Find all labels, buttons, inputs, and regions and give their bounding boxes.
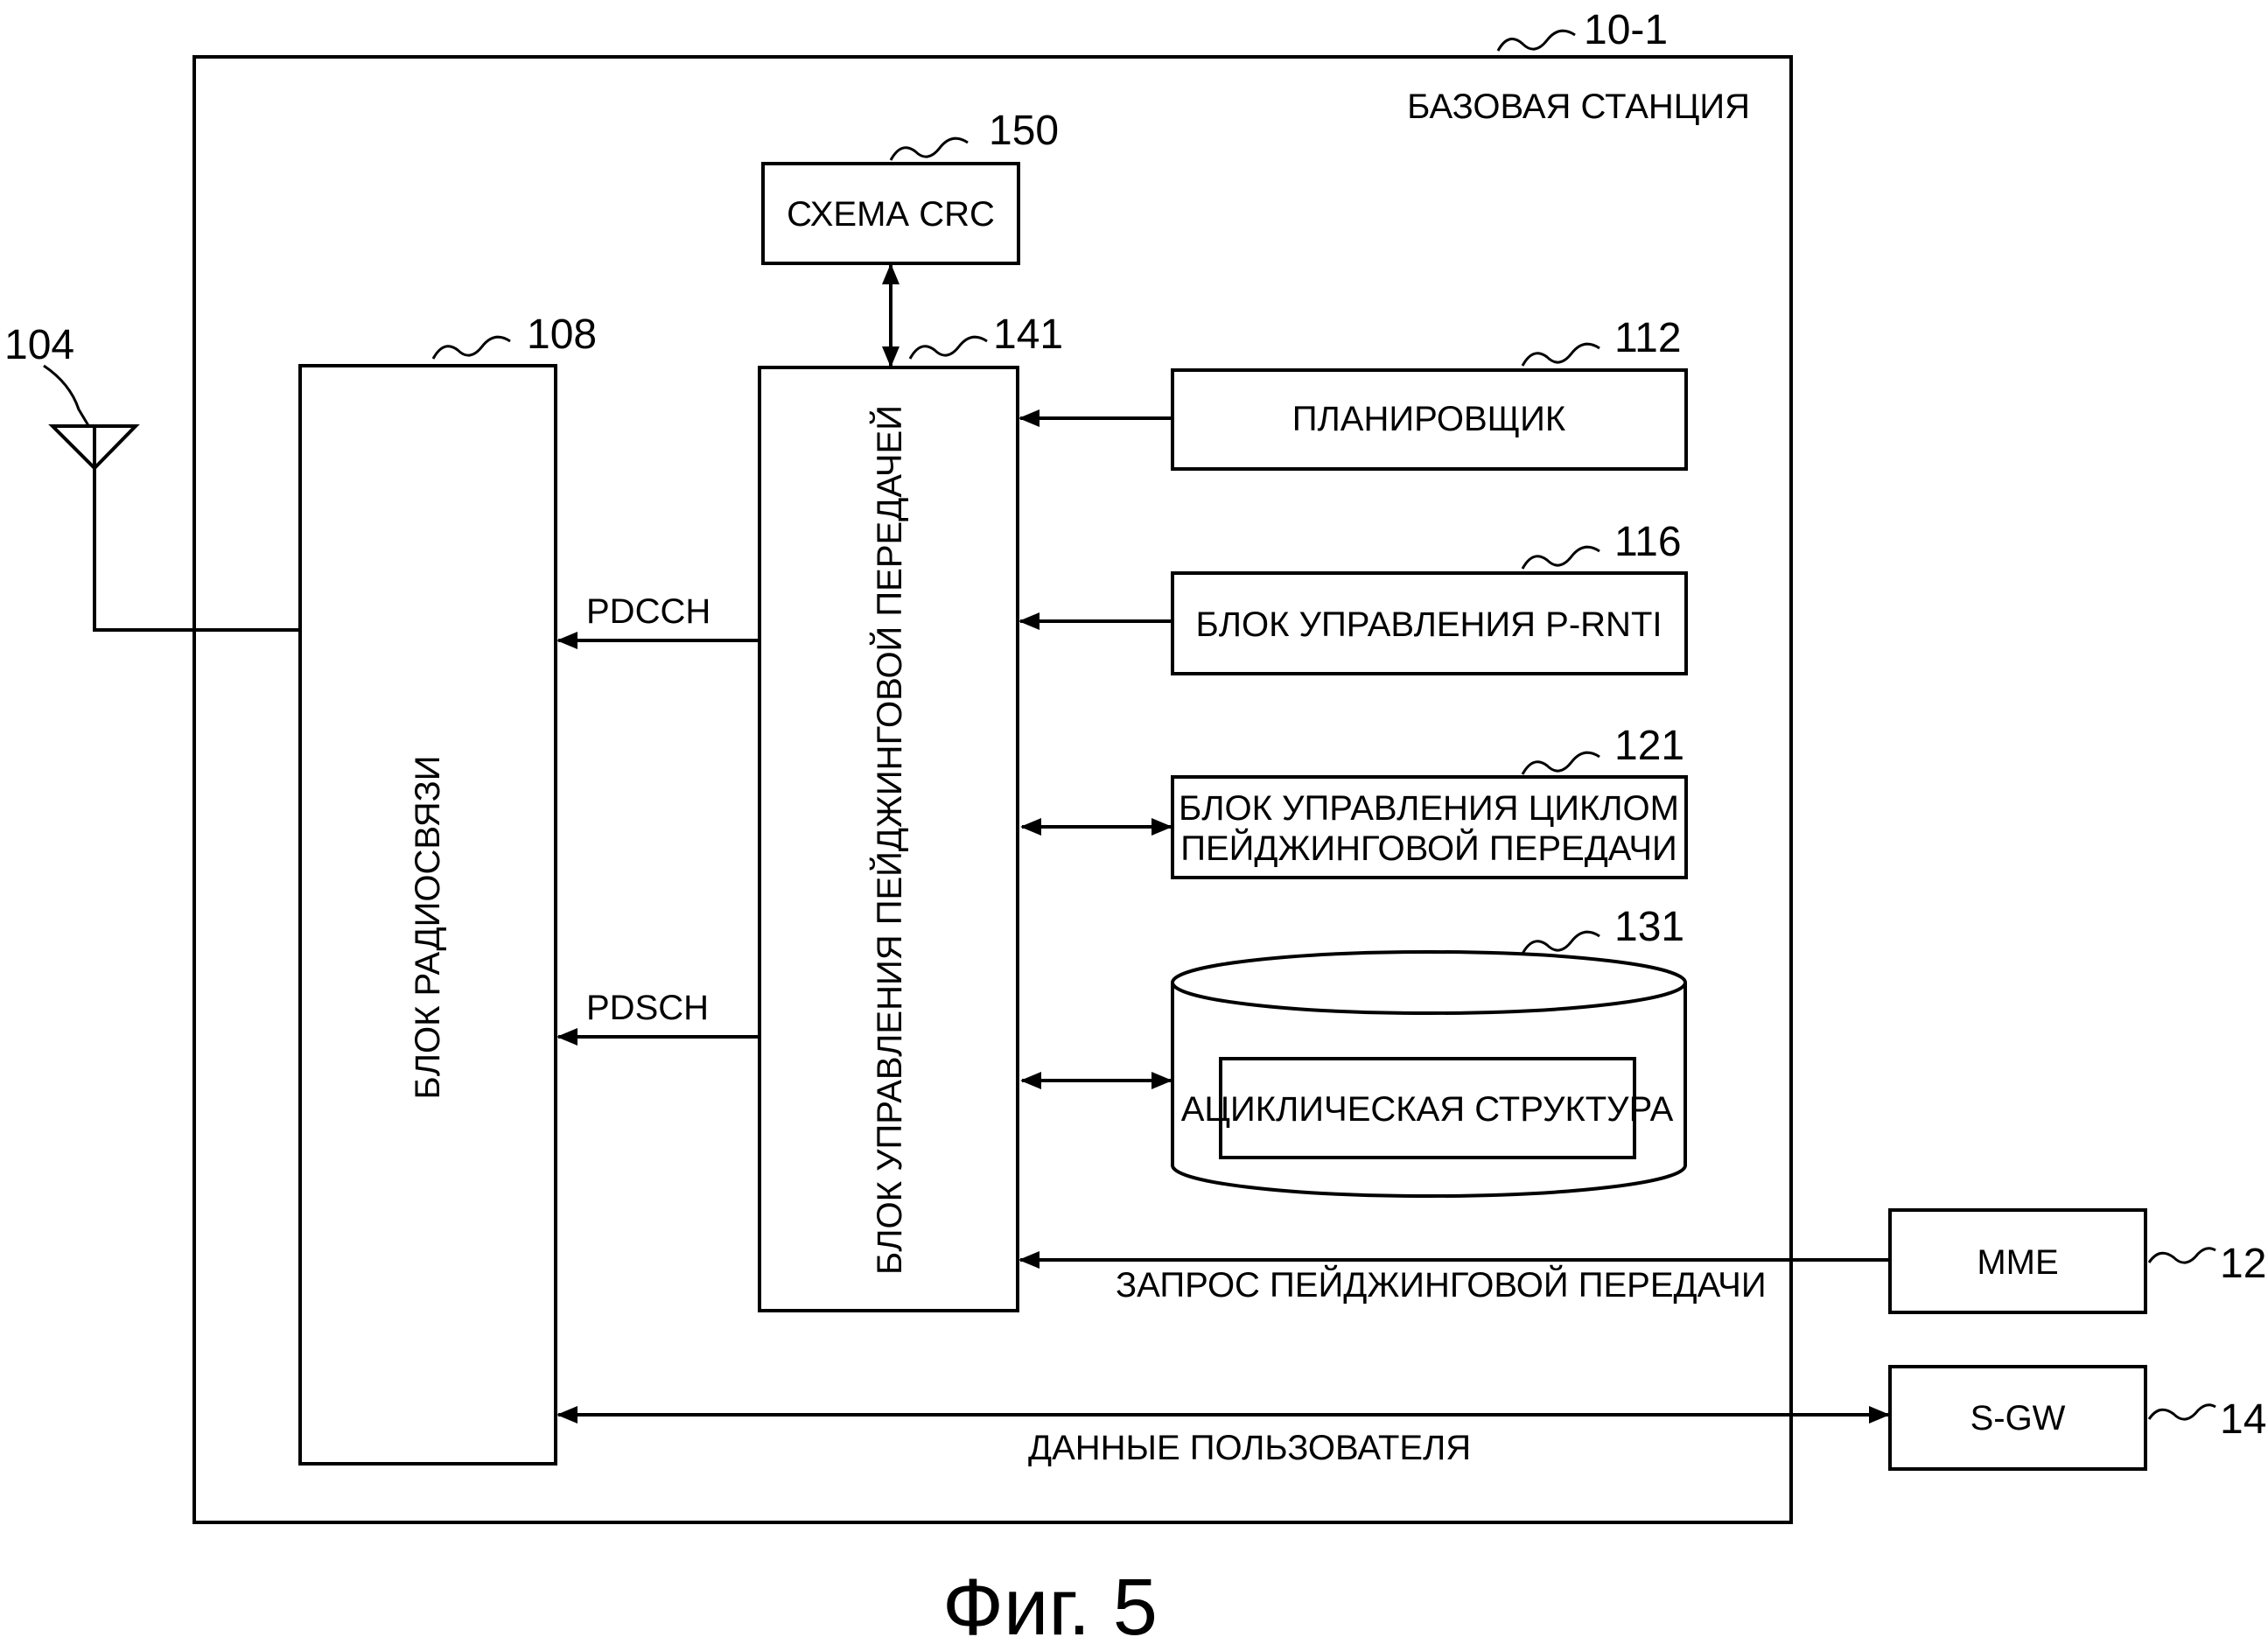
acyclic-structure-label: АЦИКЛИЧЕСКАЯ СТРУКТУРА — [1181, 1090, 1674, 1129]
crc-ref-leader — [889, 136, 969, 161]
paging-control-ref-leader — [908, 335, 988, 360]
station-ref-number: 10-1 — [1584, 7, 1668, 53]
crc-ref-number: 150 — [989, 108, 1059, 154]
crc-circuit-box — [761, 162, 1020, 265]
radio-ref-leader — [431, 335, 511, 360]
paging-control-ref-number: 141 — [993, 311, 1063, 358]
sgw-ref-leader — [2147, 1403, 2216, 1421]
pdcch-label: PDCCH — [586, 592, 710, 631]
prnti-ref-number: 116 — [1614, 519, 1682, 565]
sgw-box — [1888, 1365, 2147, 1471]
scheduler-ref-number: 112 — [1614, 315, 1682, 361]
scheduler-label: ПЛАНИРОВЩИК — [1292, 400, 1566, 438]
user-data-label: ДАННЫЕ ПОЛЬЗОВАТЕЛЯ — [1028, 1429, 1471, 1467]
station-ref-leader — [1496, 29, 1576, 52]
paging-cycle-ref-number: 121 — [1614, 723, 1684, 769]
acyclic-structure-box — [1219, 1057, 1636, 1159]
scheduler-ref-leader — [1521, 342, 1600, 367]
sgw-ref-number: 14 — [2220, 1396, 2266, 1443]
database-ref-number: 131 — [1614, 904, 1684, 950]
figure-caption: Фиг. 5 — [942, 1563, 1158, 1637]
radio-ref-number: 108 — [527, 311, 597, 358]
paging-cycle-label-line2: ПЕЙДЖИНГОВОЙ ПЕРЕДАЧИ — [1180, 828, 1677, 868]
radio-block-box — [298, 364, 557, 1466]
paging-control-label: БЛОК УПРАВЛЕНИЯ ПЕЙДЖИНГОВОЙ ПЕРЕДАЧЕЙ — [869, 405, 909, 1275]
paging-request-label: ЗАПРОС ПЕЙДЖИНГОВОЙ ПЕРЕДАЧИ — [1116, 1264, 1767, 1305]
paging-cycle-ref-leader — [1521, 751, 1600, 775]
antenna-icon — [48, 424, 300, 632]
antenna-ref-leader — [43, 364, 91, 428]
prnti-ref-leader — [1521, 545, 1600, 570]
radio-block-label: БЛОК РАДИОСВЯЗИ — [409, 755, 447, 1099]
prnti-label: БЛОК УПРАВЛЕНИЯ P-RNTI — [1196, 605, 1662, 644]
antenna-ref-number: 104 — [4, 322, 74, 368]
crc-circuit-label: СХЕМА CRC — [787, 195, 995, 234]
database-cylinder-top-rim — [1171, 982, 1687, 1015]
paging-cycle-box — [1171, 775, 1688, 879]
mme-ref-number: 12 — [2220, 1241, 2266, 1287]
station-label: БАЗОВАЯ СТАНЦИЯ — [1407, 87, 1750, 126]
database-ref-leader — [1521, 930, 1600, 955]
scheduler-box — [1171, 368, 1688, 471]
mme-label: MME — [1977, 1243, 2058, 1282]
mme-ref-leader — [2147, 1247, 2216, 1264]
sgw-label: S-GW — [1970, 1399, 2066, 1438]
pdsch-label: PDSCH — [586, 989, 709, 1027]
paging-cycle-label-line1: БЛОК УПРАВЛЕНИЯ ЦИКЛОМ — [1179, 789, 1679, 828]
prnti-box — [1171, 571, 1688, 675]
paging-control-box — [758, 366, 1019, 1312]
